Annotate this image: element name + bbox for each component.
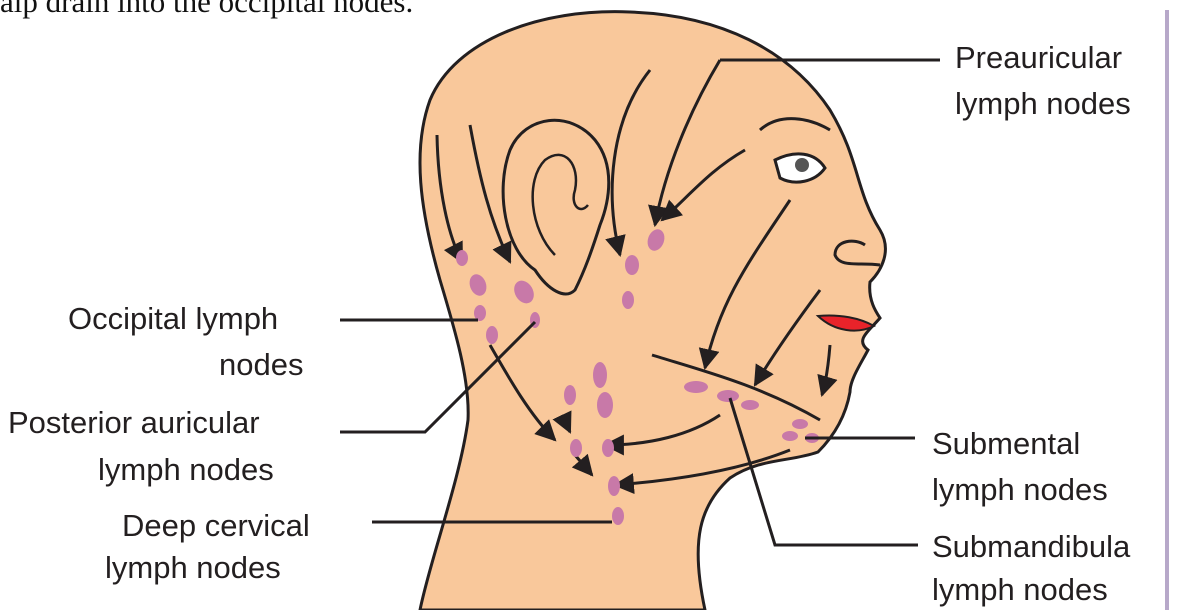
submental-label-line2: lymph nodes [932,472,1108,508]
posterior-auricular-label-line2: lymph nodes [98,452,274,488]
submental-label-line1: Submental [932,426,1080,462]
submandibular-label-line1: Submandibula [932,529,1165,565]
right-border-rule [1165,10,1169,610]
submandibular-label-line2: lymph nodes [932,572,1165,608]
head-silhouette [420,12,885,610]
preauricular-label-line1: Preauricular [955,40,1122,76]
deep-cervical-label-line2: lymph nodes [105,550,281,586]
preauricular-label-line2: lymph nodes [955,86,1131,122]
occipital-label-line1: Occipital lymph [68,301,278,337]
occipital-label-line2: nodes [219,347,303,383]
posterior-auricular-label-line1: Posterior auricular [8,405,260,441]
deep-cervical-label-line1: Deep cervical [122,508,310,544]
